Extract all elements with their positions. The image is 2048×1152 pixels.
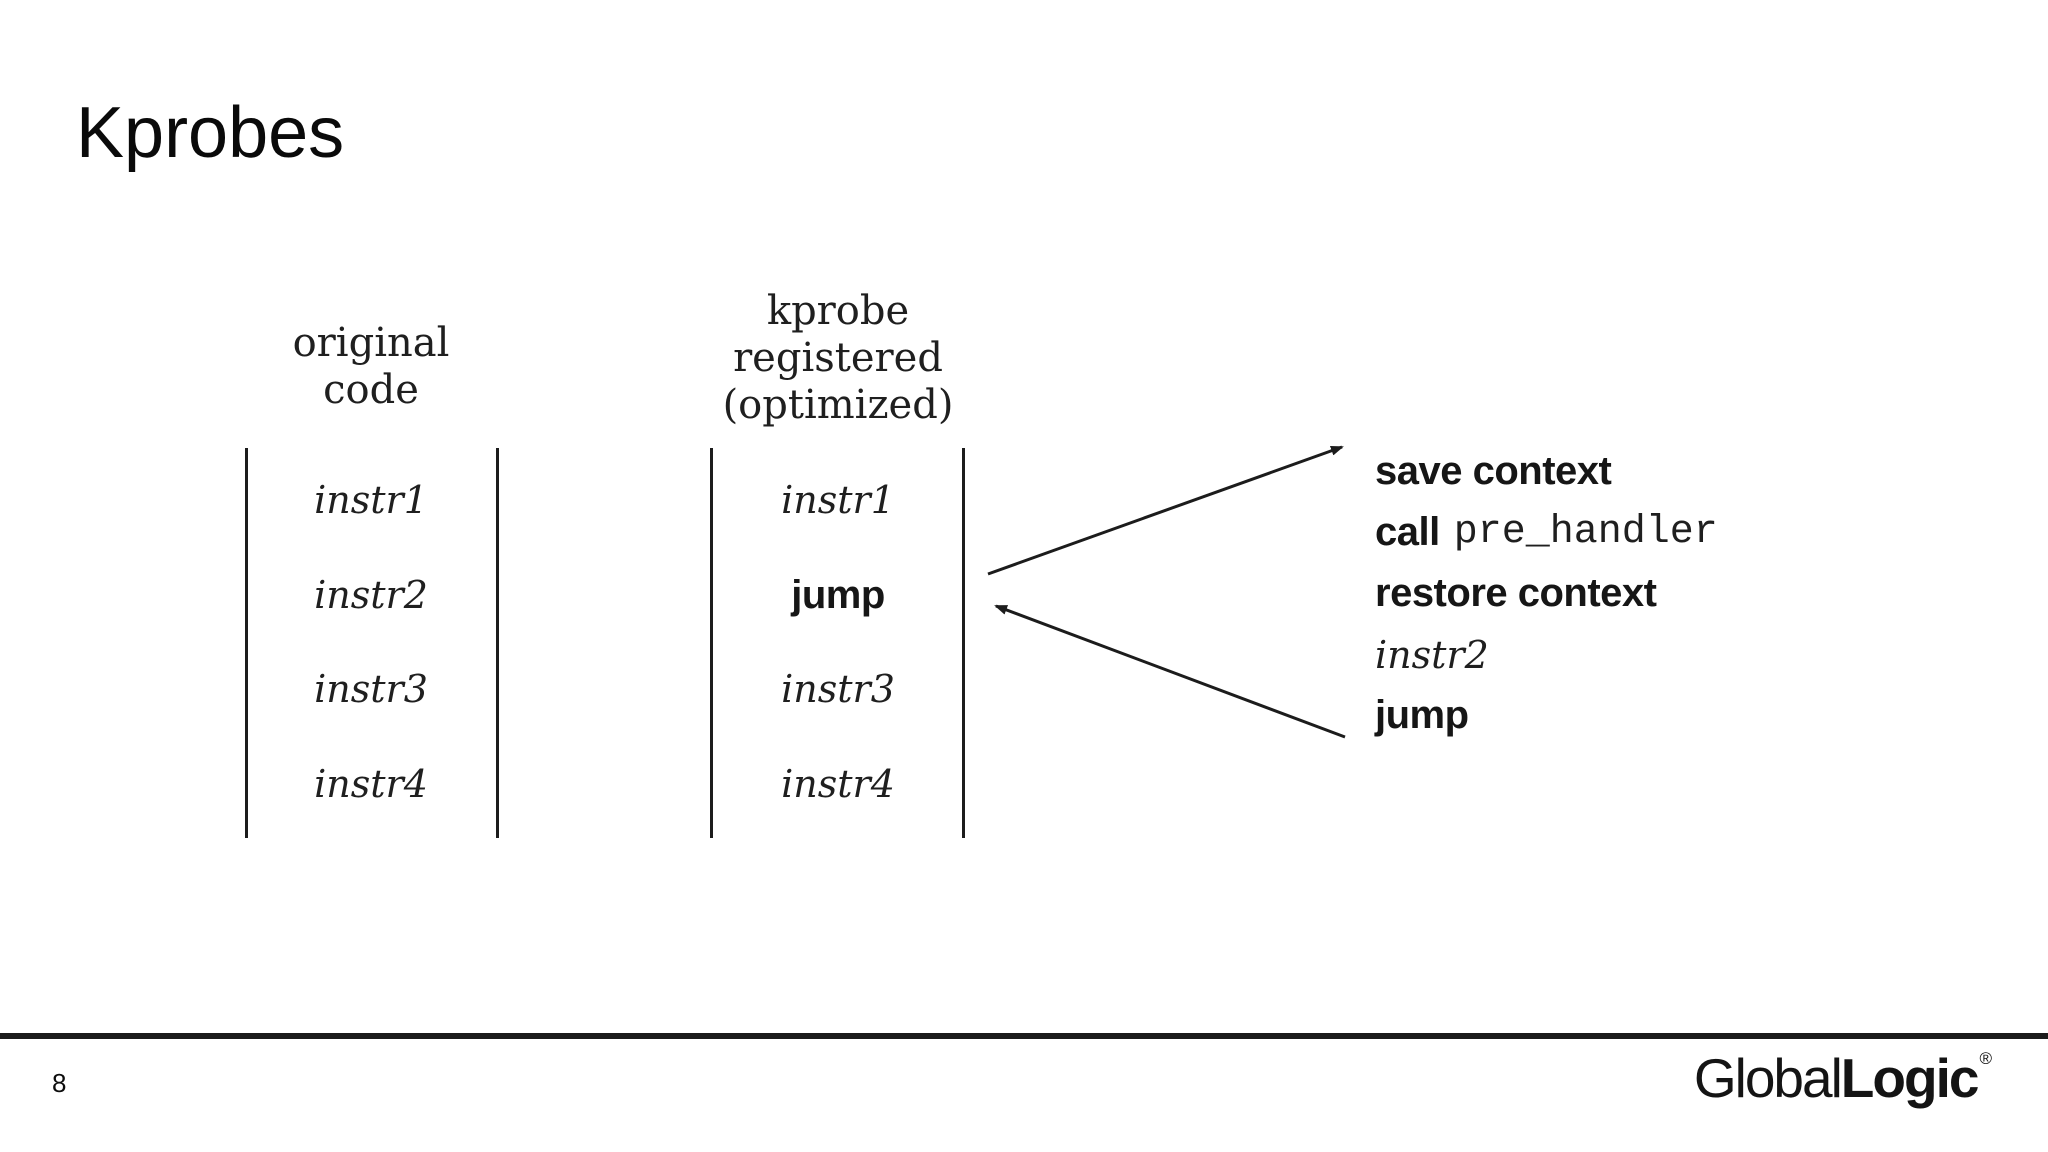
slide-title: Kprobes — [76, 93, 345, 173]
instruction-label: instr2 — [1375, 632, 1489, 677]
instr-row: instr4 — [781, 762, 895, 806]
handler-line: instr2 — [1375, 624, 1718, 685]
handler-line: jump — [1375, 685, 1718, 746]
instruction-label: instr1 — [314, 478, 428, 522]
instr-row: instr1 — [781, 478, 895, 522]
instruction-label: instr3 — [314, 667, 428, 711]
instruction-label: instr4 — [781, 762, 895, 806]
logo-text-logic: Logic — [1840, 1047, 1980, 1109]
globallogic-logo: GlobalLogic® — [1693, 1046, 1992, 1110]
instruction-label: instr2 — [314, 573, 428, 617]
page-number: 8 — [52, 1068, 67, 1098]
column-rule-right — [496, 448, 499, 838]
instr-row: jump — [791, 573, 885, 618]
column-rule-left — [710, 448, 713, 838]
handler-text: call — [1375, 510, 1440, 554]
kprobe-registered-header: kprobe registered (optimized) — [723, 288, 954, 429]
handler-text: jump — [1375, 693, 1469, 737]
handler-function-name: pre_handler — [1453, 510, 1718, 555]
footer-divider — [0, 1033, 2048, 1039]
handler-text: save context — [1375, 449, 1612, 493]
handler-line: save context — [1375, 441, 1718, 502]
column-rule-right — [962, 448, 965, 838]
instr-row: instr4 — [314, 762, 428, 806]
handler-text: restore context — [1375, 571, 1657, 615]
header-line: registered — [733, 335, 943, 381]
handler-block: save context call pre_handler restore co… — [1375, 441, 1718, 746]
logo-text-global: Global — [1693, 1047, 1843, 1109]
instr-row: instr3 — [314, 667, 428, 711]
instr-row: instr3 — [781, 667, 895, 711]
header-line: original — [292, 320, 450, 366]
column-rule-left — [245, 448, 248, 838]
handler-line: call pre_handler — [1375, 502, 1718, 563]
header-line: kprobe — [766, 288, 910, 334]
instruction-label: instr4 — [314, 762, 428, 806]
instruction-label: instr1 — [781, 478, 895, 522]
original-code-header: original code — [293, 320, 450, 414]
instruction-label: instr3 — [781, 667, 895, 711]
header-line: code — [323, 367, 419, 413]
jump-instruction-label: jump — [791, 573, 885, 617]
registered-trademark-icon: ® — [1979, 1048, 1992, 1068]
instr-row: instr2 — [314, 573, 428, 617]
instr-row: instr1 — [314, 478, 428, 522]
header-line: (optimized) — [722, 382, 954, 428]
handler-line: restore context — [1375, 563, 1718, 624]
